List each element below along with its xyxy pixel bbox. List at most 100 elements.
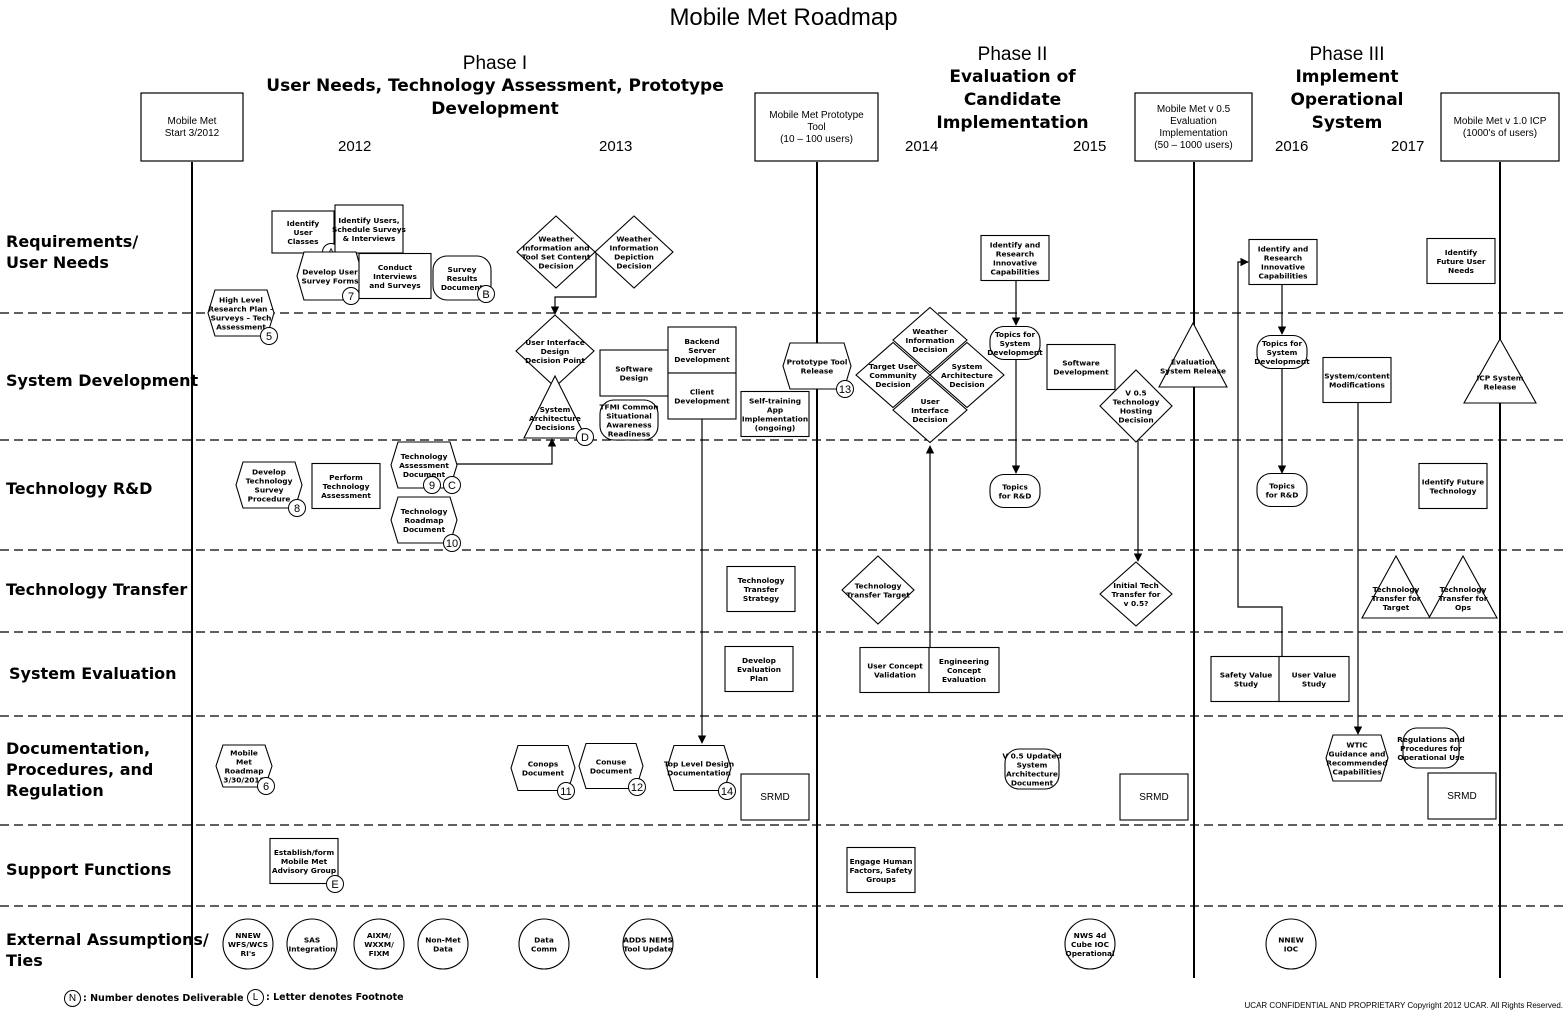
legend-text: : Letter denotes Footnote <box>266 992 404 1003</box>
node-label: Identify Future <box>1422 478 1484 487</box>
node-label: V 0.5 Updated <box>1002 752 1061 761</box>
node-label: User <box>293 228 312 237</box>
node-label: Architecture <box>529 414 581 423</box>
year-label: 2013 <box>599 138 633 155</box>
node-label: Survey <box>255 486 284 495</box>
node-label: User Concept <box>867 662 923 671</box>
decision-diamond <box>855 341 931 409</box>
node-label: System <box>540 405 571 414</box>
node-label: IOC <box>1284 945 1298 954</box>
node-label: Research Plan – <box>208 305 274 314</box>
node-label: Assessment <box>399 461 449 470</box>
release-triangle <box>1463 337 1537 404</box>
decision-diamond <box>841 555 915 625</box>
milestone-label: (1000's of users) <box>1463 128 1537 139</box>
node-label: Architecture <box>1006 770 1058 779</box>
node-label: Engineering <box>939 657 989 666</box>
node-label: Depiction <box>614 253 654 262</box>
node-label: Conops <box>528 760 559 769</box>
decision-diamond <box>892 306 968 374</box>
node-label: Transfer for <box>1439 594 1488 603</box>
node-label: Comm <box>531 945 557 954</box>
node-label: Transfer Target <box>846 591 910 600</box>
node-label: Capabilities <box>1258 272 1308 281</box>
node-label: System/content <box>1324 372 1390 381</box>
node-label: Decision <box>912 415 947 424</box>
document-terminator <box>989 325 1041 361</box>
node-label: Tool Set Content <box>522 253 591 262</box>
node-label: Document <box>403 525 446 534</box>
node-label: Transfer for <box>1372 594 1421 603</box>
node-label: Guidance and <box>1329 750 1386 759</box>
badge-circle <box>326 875 344 893</box>
node-label: Weather <box>538 235 574 244</box>
phase-subtitle: User Needs, Technology Assessment, Proto… <box>266 76 724 119</box>
phase-subtitle: Implement Operational System <box>1290 67 1404 133</box>
node-label: Roadmap <box>404 516 443 525</box>
phase-name: Phase III <box>1309 44 1385 65</box>
task-box <box>726 565 796 613</box>
node-label: Evaluation <box>737 665 781 674</box>
node-label: Document <box>522 769 565 778</box>
node-label: Evaluation <box>1171 358 1215 367</box>
node-label: Document <box>403 470 446 479</box>
node-label: Ops <box>1455 603 1472 612</box>
node-label: Implementation <box>742 415 808 424</box>
node-label: Target <box>1383 603 1410 612</box>
node-label: Design <box>541 347 570 356</box>
node-label: Assessment <box>216 323 266 332</box>
node-label: 3/30/2012 <box>223 776 264 785</box>
task-box <box>269 837 339 885</box>
node-label: Research <box>1264 254 1302 263</box>
node-label: Software <box>615 365 653 374</box>
decision-diamond <box>892 376 968 444</box>
node-srmd-2: SRMD <box>1119 773 1189 821</box>
node-label: Integration <box>289 945 336 954</box>
node-label: Design <box>620 374 649 383</box>
node-label: Mobile Met <box>281 857 328 866</box>
copyright-notice: UCAR CONFIDENTIAL AND PROPRIETARY Copyri… <box>1244 1001 1563 1010</box>
node-label: Development <box>674 355 730 364</box>
node-label: Development <box>674 397 730 406</box>
task-box <box>271 210 335 254</box>
connector-arrow <box>550 253 597 315</box>
badge-label: C <box>448 480 456 492</box>
node-label: App <box>767 406 783 415</box>
badge-label: 8 <box>294 503 300 515</box>
node-label: Decision <box>538 262 573 271</box>
release-triangle <box>523 374 587 439</box>
document-terminator <box>599 399 659 441</box>
node-label: Topics <box>1269 482 1295 491</box>
node-label: Decisions <box>535 423 575 432</box>
node-label: Technology <box>401 452 448 461</box>
external-tie-circle <box>417 918 469 970</box>
badge-circle <box>423 476 441 494</box>
node-label: Client <box>690 388 715 397</box>
legend-deliverable: N : Number denotes Deliverable <box>64 990 244 1007</box>
node-label: System <box>952 362 983 371</box>
task-box <box>311 462 381 510</box>
node-label: Decision <box>875 380 910 389</box>
task-box <box>358 252 432 300</box>
node-label: SAS <box>304 936 320 945</box>
node-label: Decision Point <box>525 356 585 365</box>
node-label: WTIC <box>1346 741 1367 750</box>
